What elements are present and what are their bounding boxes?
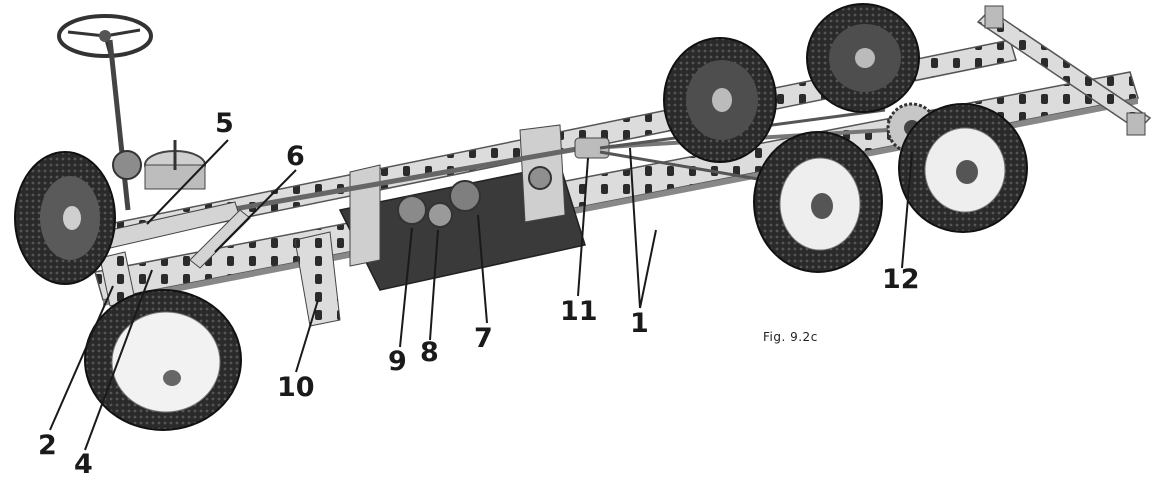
callout-4: 4	[74, 449, 93, 480]
callout-5: 5	[215, 108, 234, 139]
callout-9: 9	[388, 346, 407, 377]
figure-caption: Fig. 9.2c	[763, 330, 818, 344]
leader-lines	[49, 139, 913, 451]
front-left-wheel	[14, 151, 116, 285]
callout-7: 7	[474, 323, 493, 354]
callout-6: 6	[286, 141, 305, 172]
callout-2: 2	[38, 430, 57, 461]
gear-cluster	[397, 166, 552, 228]
callout-12: 12	[882, 264, 920, 295]
gearbox-housing	[338, 124, 586, 291]
callout-10: 10	[277, 372, 315, 403]
rear-near-wheel-1	[753, 131, 883, 273]
steering-gear	[112, 140, 206, 190]
rear-near-wheel-2	[898, 103, 1028, 233]
callout-11: 11	[560, 296, 598, 327]
front-steering-strips	[74, 201, 341, 327]
rear-far-wheel-1	[663, 37, 777, 163]
rear-cross-strip	[976, 5, 1152, 136]
front-right-wheel	[84, 289, 242, 431]
callout-8: 8	[420, 337, 439, 368]
steering-wheel	[57, 14, 153, 211]
rear-far-wheel-2	[806, 3, 920, 113]
callout-1: 1	[630, 308, 649, 339]
